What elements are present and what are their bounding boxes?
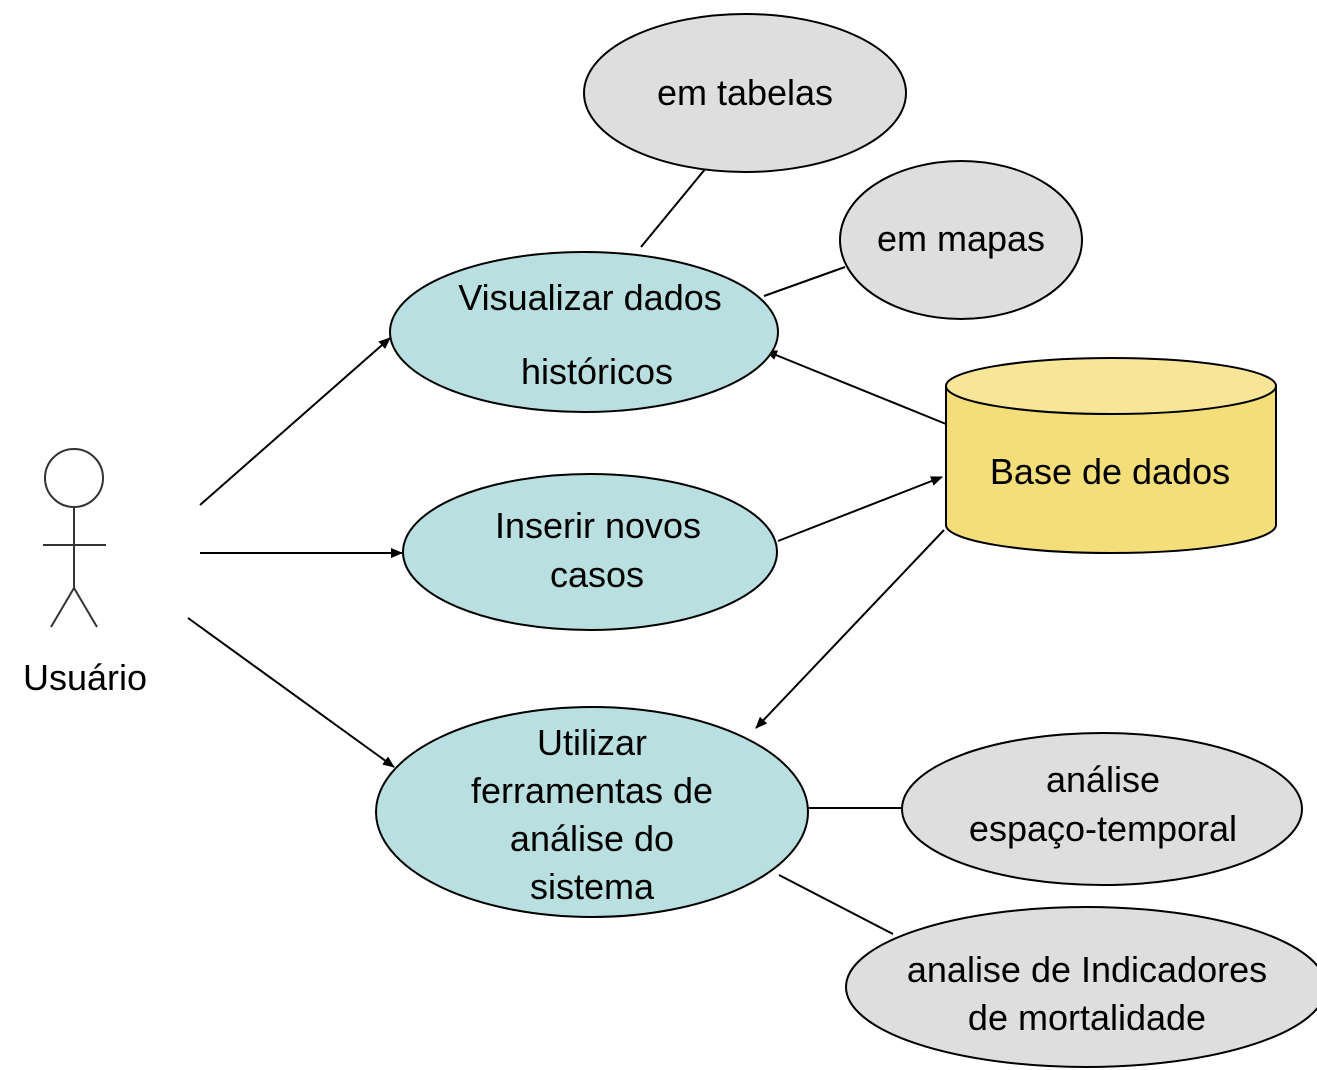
actor-usuario [43, 448, 106, 628]
ext-em-tabelas: em tabelas [583, 13, 907, 173]
link-utilizar-indicadores [778, 874, 894, 935]
use-case-inserir-line-1: Inserir novos [495, 505, 701, 546]
use-case-visualizar-shape [389, 251, 779, 413]
connectors [187, 167, 947, 935]
link-visualizar-mapas [763, 266, 846, 297]
link-inserir-db [777, 476, 943, 542]
ext-indicadores-shape [845, 906, 1317, 1068]
ext-em-tabelas-shape [583, 13, 907, 173]
ext-indicadores-line-2: de mortalidade [968, 997, 1206, 1038]
assoc-actor-visualizar [199, 337, 391, 506]
assoc-actor-utilizar [187, 617, 395, 768]
database-label: Base de dados [990, 451, 1230, 492]
use-case-utilizar-line-4: sistema [530, 866, 655, 907]
use-case-inserir-shape [402, 473, 778, 631]
ext-analise-espaco-temporal: análise espaço-temporal [901, 732, 1303, 886]
actor-head [44, 448, 104, 508]
use-case-utilizar-line-2: ferramentas de [471, 770, 713, 811]
use-case-inserir: Inserir novos casos [402, 473, 778, 631]
link-db-utilizar [755, 529, 945, 729]
use-case-utilizar: Utilizar ferramentas de análise do siste… [375, 706, 809, 918]
use-case-utilizar-line-3: análise do [510, 818, 674, 859]
ext-em-tabelas-text: em tabelas [657, 72, 833, 113]
ext-espaco-line-2: espaço-temporal [969, 808, 1237, 849]
actor-leg-left [50, 587, 75, 628]
use-case-visualizar-line-2: históricos [521, 351, 673, 392]
ext-espaco-line-1: análise [1046, 759, 1160, 800]
actor-label: Usuário [23, 657, 147, 698]
database-base-de-dados: Base de dados [945, 357, 1277, 554]
use-case-inserir-line-2: casos [550, 554, 644, 595]
link-visualizar-tabelas [640, 167, 707, 248]
link-db-visualizar [765, 350, 947, 425]
ext-em-mapas-text: em mapas [877, 218, 1045, 259]
actor-leg-right [73, 587, 98, 628]
use-case-visualizar: Visualizar dados históricos [389, 251, 779, 413]
use-case-utilizar-line-1: Utilizar [537, 722, 647, 763]
use-case-visualizar-line-1: Visualizar dados [458, 277, 722, 318]
ext-espaco-shape [901, 732, 1303, 886]
ext-indicadores-line-1: analise de Indicadores [907, 949, 1267, 990]
database-top [945, 357, 1277, 415]
ext-em-mapas: em mapas [839, 160, 1083, 320]
use-case-utilizar-shape [375, 706, 809, 918]
ext-em-mapas-shape [839, 160, 1083, 320]
ext-indicadores-mortalidade: analise de Indicadores de mortalidade [845, 906, 1317, 1068]
database-body [945, 385, 1277, 554]
